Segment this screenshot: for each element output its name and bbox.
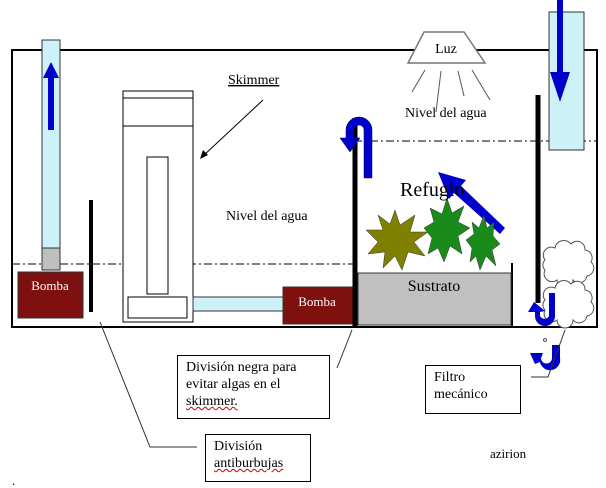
mechanical-filter <box>542 240 595 329</box>
callout-line: División negra para <box>186 360 297 375</box>
tank <box>11 49 598 328</box>
refugium-label: Refugio <box>400 179 464 201</box>
skimmer-label: Skimmer <box>228 73 280 88</box>
plant-green-2 <box>465 214 501 271</box>
flow-arrow-icon <box>438 172 505 234</box>
callout-line: División <box>214 439 263 454</box>
water-level-top-label: Nivel del agua <box>405 106 487 121</box>
callout-black-division: División negra para evitar algas en el s… <box>177 355 330 419</box>
pipe <box>192 296 284 312</box>
callout-line: mecánico <box>434 387 488 402</box>
dot: . <box>12 473 15 488</box>
callout-line: Filtro <box>434 370 466 385</box>
arrow-up-icon <box>43 62 59 130</box>
substrate <box>357 272 512 326</box>
callout-bubble-division: División antiburbujas <box>205 434 311 482</box>
plant-green-1 <box>423 197 471 263</box>
author-label: azirion <box>490 446 527 461</box>
light-label: Luz <box>435 42 457 57</box>
callout-line: evitar algas en el <box>186 377 281 392</box>
callout-line: antiburbujas <box>214 456 284 471</box>
pump-left <box>17 271 84 319</box>
pump-left-label: Bomba <box>31 278 69 293</box>
pump-mid <box>282 286 354 325</box>
sump-return-arrow-icon <box>528 293 555 326</box>
callout-line: skimmer. <box>186 394 238 409</box>
overflow-arrow-icon <box>339 116 373 179</box>
callout-mechanical-filter: Filtro mecánico <box>425 365 521 414</box>
water-level-left-label: Nivel del agua <box>226 209 308 224</box>
tube-base <box>41 247 61 271</box>
bottom-arrow-icon <box>530 345 561 371</box>
plant-olive <box>365 209 429 271</box>
light-fixture <box>406 31 487 64</box>
pump-mid-label: Bomba <box>298 294 336 309</box>
arrow-down-icon <box>550 0 570 102</box>
substrate-label: Sustrato <box>408 278 460 295</box>
